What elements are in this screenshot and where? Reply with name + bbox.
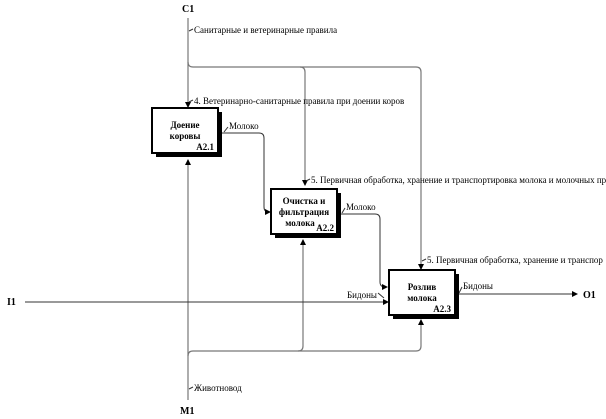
label-squiggle (377, 292, 385, 299)
control-label-a22: 5. Первичная обработка, хранение и транс… (311, 175, 606, 185)
box-number: A2.2 (316, 223, 334, 233)
tunnel-output-o1: O1 (583, 290, 596, 301)
box-title-line: Доение (170, 120, 199, 130)
box-title-line: фильтрация (279, 207, 329, 217)
tunnel-mechanism-m1: M1 (180, 406, 194, 417)
mechanism-branch-a23 (298, 319, 424, 352)
label-squiggle (458, 286, 463, 294)
activity-box-a21[interactable]: Доение коровы A2.1 (151, 107, 222, 157)
tunnel-control-c1: C1 (182, 4, 194, 15)
label-squiggle (188, 28, 194, 32)
activity-box-a22[interactable]: Очистка и фильтрация молока A2.2 (270, 188, 341, 238)
box-title-line: молока (285, 218, 315, 228)
box-number: A2.1 (196, 142, 214, 152)
control-label-a21: 4. Ветеринарно-санитарные правила при до… (194, 96, 404, 106)
box-frame (270, 188, 338, 235)
box-frame (151, 107, 219, 154)
input-label-a23: Бидоны (347, 290, 377, 300)
label-squiggle (421, 258, 427, 262)
box-title-line: молока (407, 293, 437, 303)
mechanism-bus (187, 239, 306, 357)
tunnel-input-i1: I1 (7, 297, 16, 308)
label-squiggle (341, 207, 346, 214)
control-label-main: Санитарные и ветеринарные правила (194, 25, 337, 35)
box-title-line: коровы (170, 131, 201, 141)
control-branch-a23 (300, 66, 424, 270)
label-squiggle (188, 386, 194, 390)
activity-box-a23[interactable]: Розлив молока A2.3 (388, 269, 459, 319)
box-title-line: Розлив (408, 282, 437, 292)
output-label-a23: Бидоны (463, 281, 493, 291)
control-label-a23: 5. Первичная обработка, хранение и транс… (427, 255, 603, 265)
label-squiggle (188, 99, 194, 103)
output-arrow-a22 (340, 213, 388, 290)
mechanism-label: Животновод (194, 383, 242, 393)
box-title-line: Очистка и (283, 196, 326, 206)
box-frame (388, 269, 456, 316)
output-label-a21: Молоко (229, 121, 259, 131)
label-squiggle (223, 126, 229, 133)
output-arrow-a21 (221, 132, 271, 215)
output-label-a22: Молоко (346, 202, 376, 212)
label-squiggle (305, 178, 311, 182)
box-number: A2.3 (433, 304, 451, 314)
